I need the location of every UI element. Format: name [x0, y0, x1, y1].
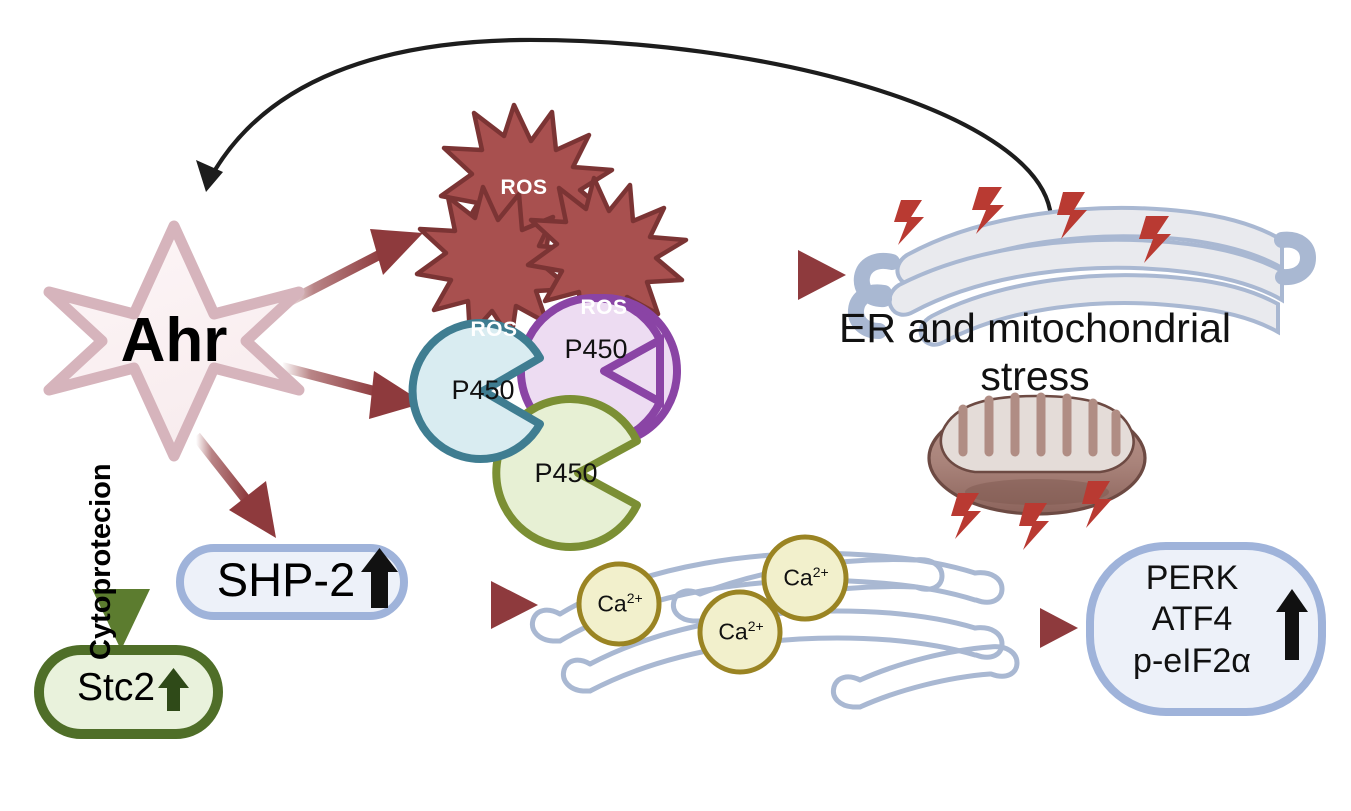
p450-teal	[408, 319, 544, 463]
lightning-bolt-group-bottom	[951, 481, 1112, 550]
up-arrow-perk	[1276, 589, 1308, 660]
arrow-ahr-to-shp2	[192, 432, 276, 538]
feedback-arrow-er-to-ahr	[196, 37, 1053, 213]
up-arrow-shp2	[361, 548, 398, 608]
cytoprotection-arrow	[92, 398, 150, 650]
er-top-membranes	[848, 205, 1317, 347]
perk-node[interactable]	[1086, 542, 1326, 716]
arrow-shp2-to-er-calcium	[404, 581, 538, 629]
lightning-bolt-group-top	[894, 187, 1171, 263]
calcium-ion-circles	[576, 534, 849, 675]
arrow-er-calcium-to-perk	[988, 608, 1078, 648]
ahr-star	[43, 220, 305, 462]
arrow-ahr-to-p450	[280, 362, 424, 419]
arrow-ros-to-er-stress	[682, 250, 846, 300]
arrow-ahr-to-ros	[281, 229, 423, 309]
stc2-node[interactable]	[34, 645, 223, 739]
up-arrow-stc2	[158, 668, 189, 711]
shp2-node[interactable]	[176, 544, 408, 620]
